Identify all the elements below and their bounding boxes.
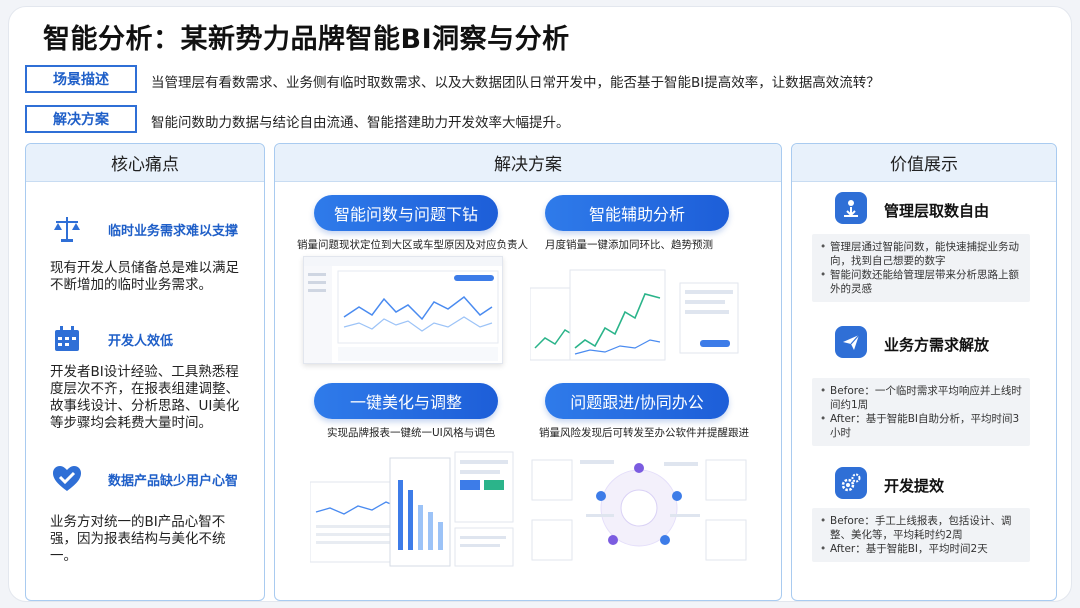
pain-item-title: 临时业务需求难以支撑 [108,224,239,239]
value-bullet: 管理层通过智能问数，能快速捕捉业务动向，找到自己想要的数字 [818,240,1024,268]
value-item-box: Before：一个临时需求平均响应并上线时间约1周 After：基于智能BI自助… [812,378,1030,446]
pain-item-text: 现有开发人员储备总是难以满足不断增加的临时业务需求。 [50,260,239,293]
pain-panel: 核心痛点 临时业务需求难以支撑 现有开发人员储备总是难以满足不断增加的临时业务需… [25,143,265,601]
value-panel-title: 价值展示 [792,144,1056,182]
pain-item-text: 开发者BI设计经验、工具熟悉程度层次不齐，在报表组建调整、故事线设计、分析思路、… [50,364,240,431]
person-up-icon [835,192,867,224]
solution-panel: 解决方案 智能问数与问题下钻 销量问题现状定位到大区或车型原因及对应负责人 智能… [274,143,782,601]
value-item-box: 管理层通过智能问数，能快速捕捉业务动向，找到自己想要的数字 智能问数还能给管理层… [812,234,1030,302]
calendar-icon [55,326,79,351]
value-bullet: Before：一个临时需求平均响应并上线时间约1周 [818,384,1024,412]
solution-text: 智能问数助力数据与结论自由流通、智能搭建助力开发效率大幅提升。 [151,115,570,131]
slide: 智能分析：某新势力品牌智能BI洞察与分析 场景描述 当管理层有看数需求、业务侧有… [8,6,1072,602]
value-item-title: 管理层取数自由 [884,202,990,220]
solution-panel-title: 解决方案 [275,144,781,182]
solution-pill: 智能问数与问题下钻 [314,195,498,231]
pain-item-text: 业务方对统一的BI产品心智不强，因为报表结构与美化不统一。 [50,514,226,564]
value-bullet: After：基于智能BI自助分析，平均时间3小时 [818,412,1024,440]
value-bullet: Before：手工上线报表，包括设计、调整、美化等，平均耗时约2周 [818,514,1024,542]
solution-caption: 月度销量一键添加同环比、趋势预测 [545,239,713,251]
solution-pill: 一键美化与调整 [314,383,498,419]
pain-panel-title: 核心痛点 [26,144,264,182]
value-bullet: After：基于智能BI，平均时间2天 [818,542,1024,556]
solution-caption: 销量风险发现后可转发至办公软件并提醒跟进 [539,427,749,439]
screenshot-beautify [310,450,515,568]
solution-pill: 智能辅助分析 [545,195,729,231]
screenshot-assist-analysis [530,268,740,368]
pain-item-title: 数据产品缺少用户心智 [108,474,239,489]
screenshot-collaboration [530,450,748,568]
value-item-box: Before：手工上线报表，包括设计、调整、美化等，平均耗时约2周 After：… [812,508,1030,562]
page-title: 智能分析：某新势力品牌智能BI洞察与分析 [43,24,570,55]
solution-caption: 销量问题现状定位到大区或车型原因及对应负责人 [297,239,528,251]
value-item-title: 开发提效 [884,477,945,495]
value-panel: 价值展示 管理层取数自由 管理层通过智能问数，能快速捕捉业务动向，找到自己想要的… [791,143,1057,601]
scenario-text: 当管理层有看数需求、业务侧有临时取数需求、以及大数据团队日常开发中，能否基于智能… [151,75,880,91]
send-icon [835,326,867,358]
pain-item-title: 开发人效低 [108,334,174,349]
scenario-tag: 场景描述 [25,65,137,93]
solution-caption: 实现品牌报表一键统一UI风格与调色 [327,427,496,439]
value-item-title: 业务方需求解放 [884,336,990,354]
solution-tag: 解决方案 [25,105,137,133]
heart-icon [53,466,81,491]
value-bullet: 智能问数还能给管理层带来分析思路上额外的灵感 [818,268,1024,296]
solution-pill: 问题跟进/协同办公 [545,383,729,419]
gears-icon [835,467,867,499]
scale-icon [54,217,80,242]
screenshot-smart-query [303,256,503,364]
